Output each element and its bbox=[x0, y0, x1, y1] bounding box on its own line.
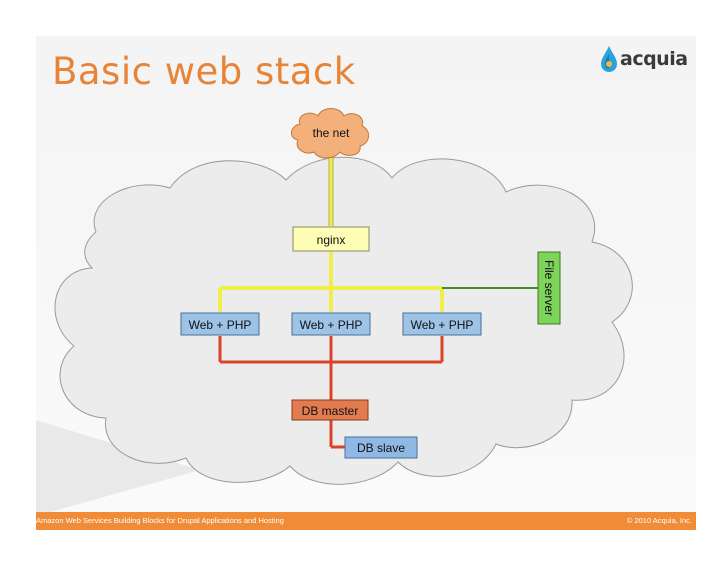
node-nginx: nginx bbox=[292, 226, 370, 252]
label-web-1: Web + PHP bbox=[189, 318, 252, 332]
label-db-slave: DB slave bbox=[357, 441, 405, 455]
node-db-master: DB master bbox=[291, 399, 369, 421]
floor-shadow bbox=[36, 420, 200, 516]
node-web-1: Web + PHP bbox=[180, 312, 260, 336]
label-file-server: File server bbox=[542, 260, 556, 316]
label-nginx: nginx bbox=[317, 233, 346, 247]
node-web-2: Web + PHP bbox=[291, 312, 371, 336]
yellow-links bbox=[218, 152, 444, 312]
node-db-slave: DB slave bbox=[344, 436, 418, 459]
yellow-link-outline bbox=[328, 152, 334, 226]
logo-wordmark: acquia bbox=[620, 48, 688, 70]
node-the-net: the net bbox=[291, 108, 369, 159]
slide-title: Basic web stack bbox=[52, 50, 356, 93]
droplet-icon bbox=[601, 46, 617, 72]
footer-caption: Amazon Web Services Building Blocks for … bbox=[36, 516, 284, 525]
label-the-net: the net bbox=[313, 126, 350, 140]
label-db-master: DB master bbox=[302, 404, 359, 418]
footer-copyright: © 2010 Acquia, Inc. bbox=[626, 516, 692, 525]
label-web-2: Web + PHP bbox=[300, 318, 363, 332]
label-web-3: Web + PHP bbox=[411, 318, 474, 332]
node-file-server: File server bbox=[537, 251, 561, 325]
footer-bar bbox=[36, 512, 696, 530]
acquia-logo: acquia bbox=[598, 44, 694, 76]
node-web-3: Web + PHP bbox=[402, 312, 482, 336]
red-links bbox=[218, 336, 444, 449]
